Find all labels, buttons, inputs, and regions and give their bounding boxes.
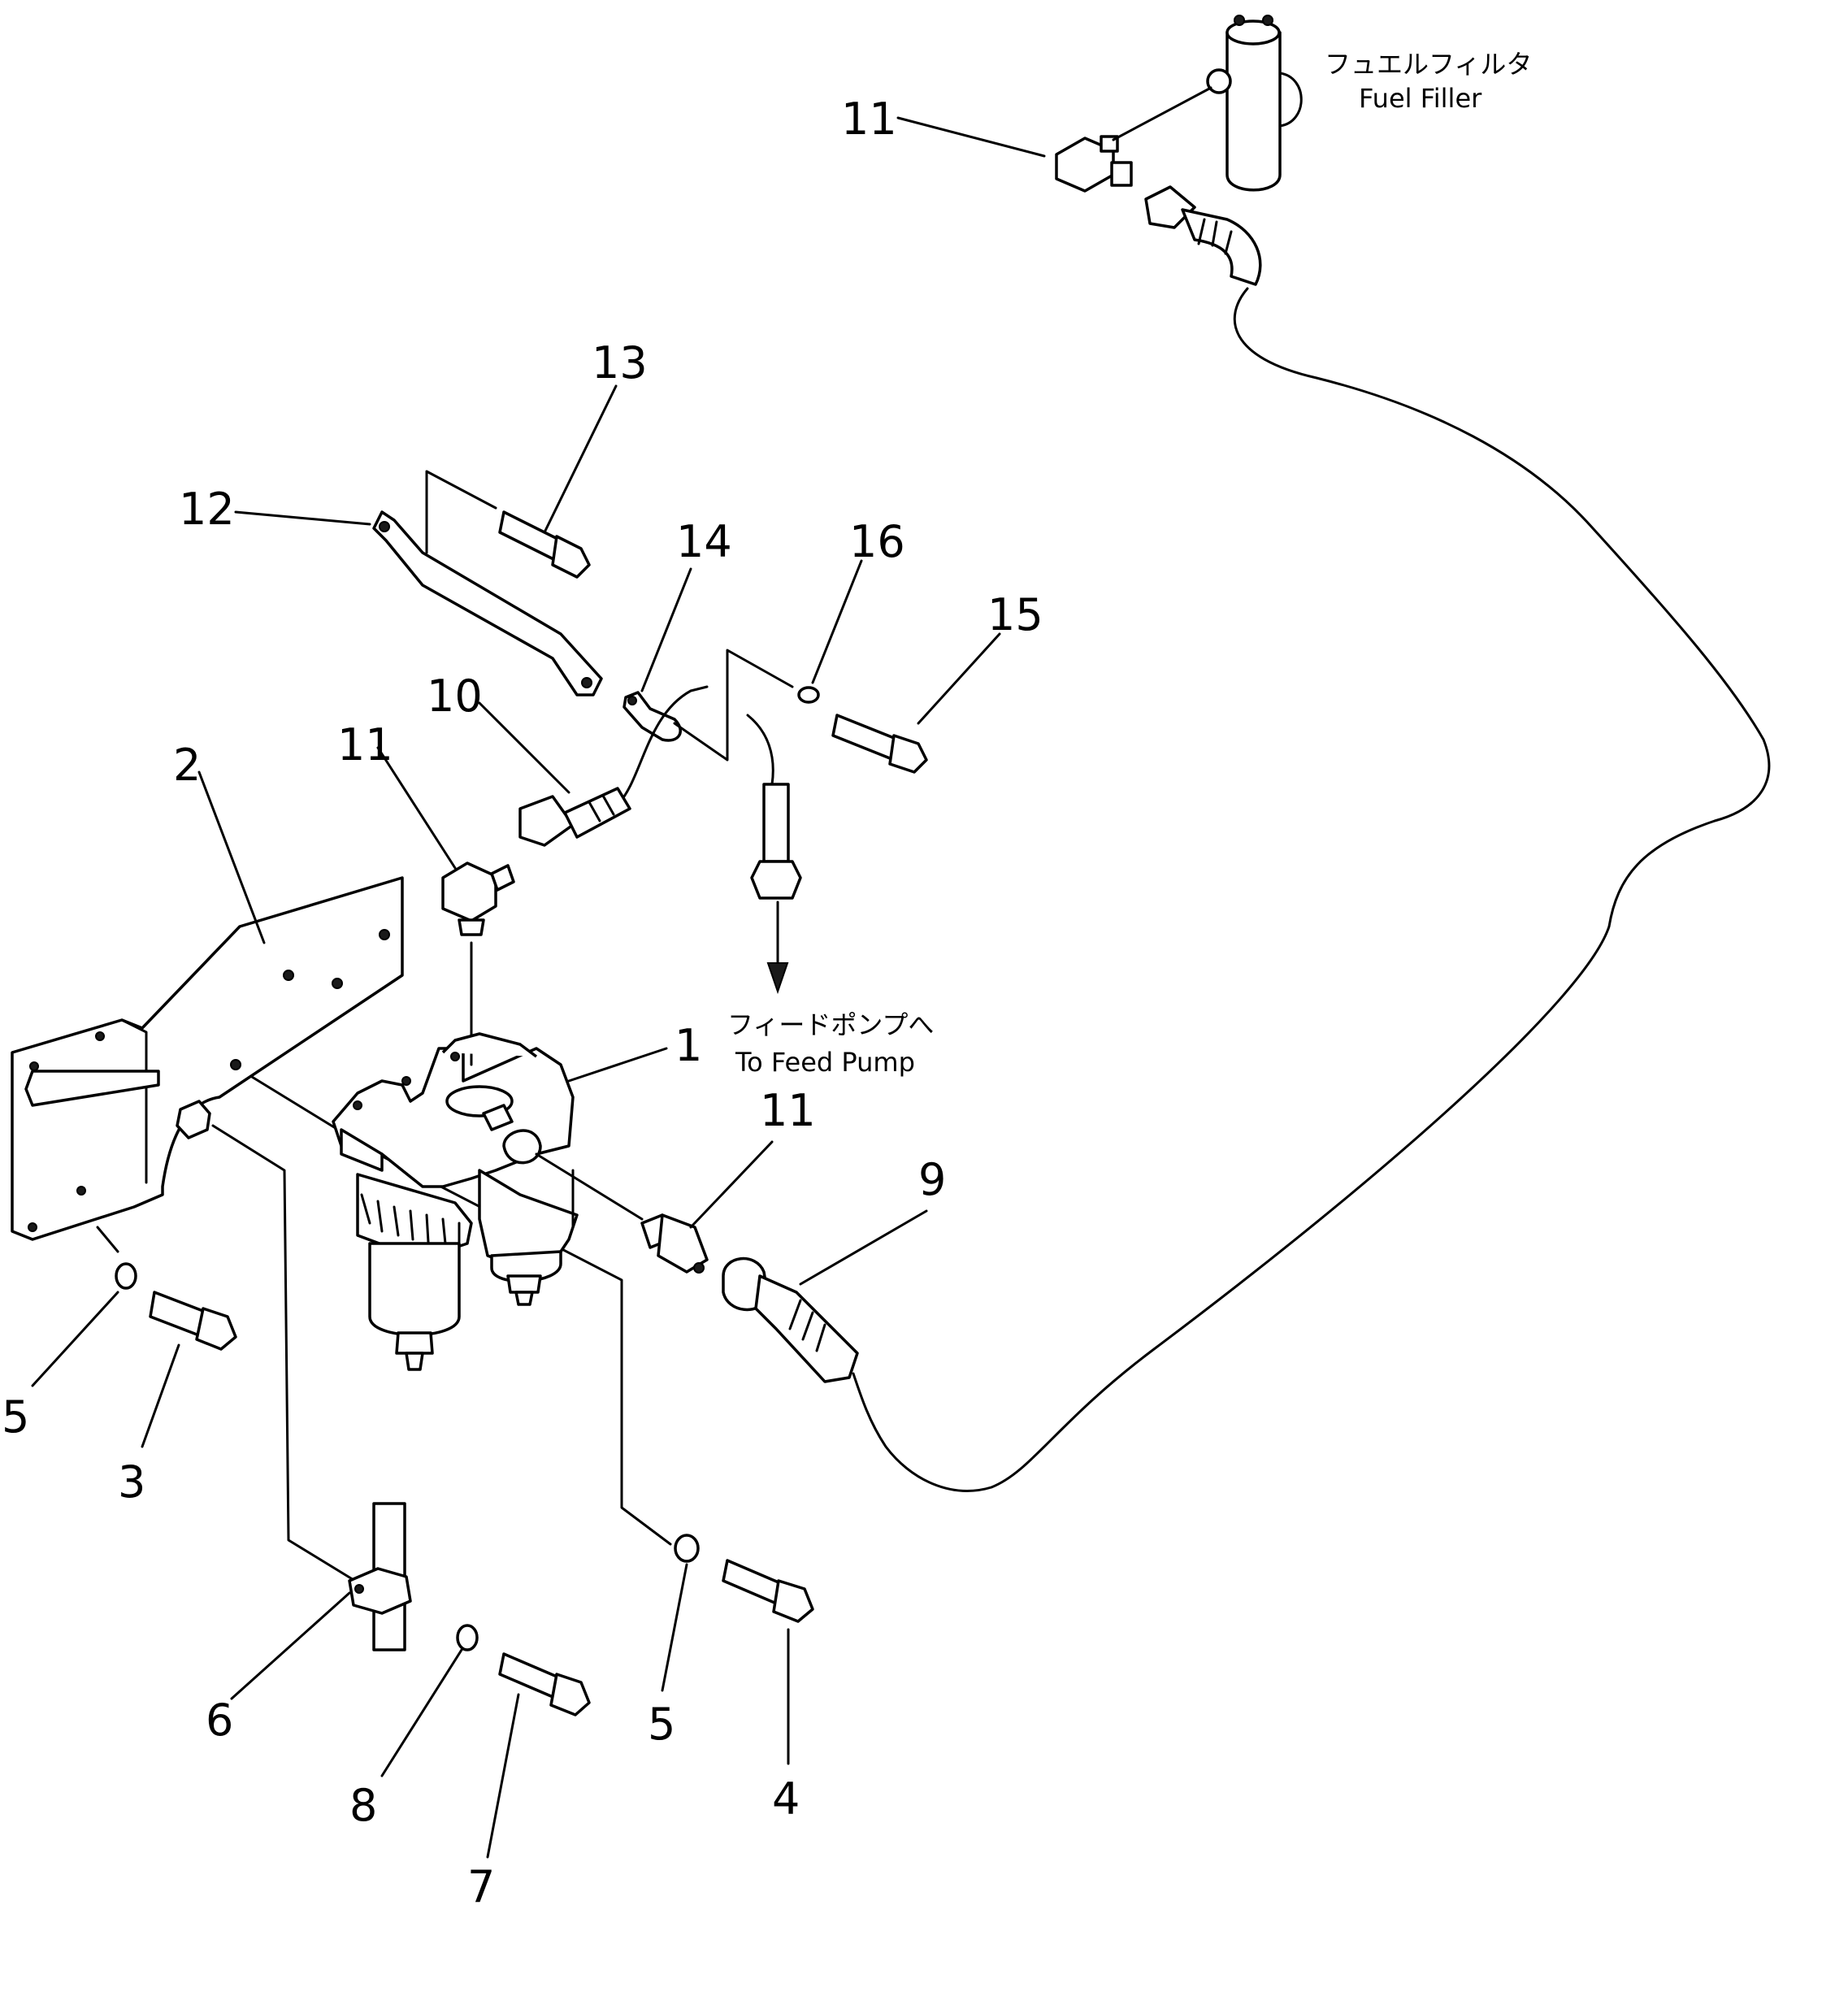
callout-4: 4: [772, 1773, 800, 1825]
callout-5-right: 5: [648, 1699, 675, 1750]
bolt-15: [831, 714, 928, 774]
callout-6: 6: [206, 1695, 233, 1746]
note-feed-pump-jp: フィードポンプへ: [727, 1009, 934, 1040]
clamp-6: [348, 1502, 412, 1651]
bolt-3: [149, 1291, 237, 1351]
callout-2: 2: [173, 740, 201, 791]
fuel-filter-1: [332, 1032, 579, 1371]
feed-pump-arrow-head: [766, 962, 789, 995]
bracket-12: [372, 510, 603, 697]
bolt-7: [498, 1652, 591, 1716]
callout-9: 9: [918, 1154, 946, 1205]
leader-lines: [31, 116, 1046, 1859]
washer-8: [456, 1624, 479, 1651]
note-feed-pump-en: To Feed Pump: [735, 1047, 915, 1078]
leader-bracket-bolt: [425, 470, 497, 554]
hose-10-line: [616, 685, 709, 806]
feed-pump-fitting: [750, 783, 802, 900]
bolt-4: [722, 1559, 814, 1623]
clamp-14: [623, 691, 682, 742]
callout-5-left: 5: [2, 1391, 29, 1443]
washer-16: [797, 686, 820, 704]
elbow-fitting-middle: [441, 861, 515, 936]
leader-clamp-bolt: [673, 649, 794, 762]
feed-pump-hose-line: [746, 714, 774, 786]
callout-1: 1: [675, 1020, 702, 1071]
straight-fitting-lower: [640, 1213, 709, 1274]
leader-filter-fitting: [535, 1152, 644, 1221]
callout-12: 12: [179, 484, 235, 535]
washer-5-left: [115, 1262, 137, 1290]
callout-14: 14: [676, 516, 732, 567]
callout-15: 15: [987, 589, 1043, 640]
elbow-fitting-top: [1055, 86, 1212, 193]
leader-plate-washer: [96, 1226, 119, 1253]
note-fuel-filter-en: Fuel Filler: [1359, 83, 1482, 114]
callout-13: 13: [592, 337, 648, 388]
hose-10: [518, 787, 631, 847]
hose-9: [722, 1257, 859, 1383]
mounting-plate-2: [11, 876, 404, 1241]
callout-7: 7: [467, 1861, 495, 1912]
bolt-13: [498, 510, 591, 579]
callout-11-top: 11: [841, 93, 897, 145]
washer-5-right: [674, 1534, 700, 1563]
fuel-hose-loop: [852, 287, 1771, 1492]
callout-11-middle: 11: [337, 719, 393, 770]
callout-3: 3: [118, 1456, 145, 1508]
hose-end-top: [1144, 185, 1262, 286]
leader-plate-clamp-6: [211, 1124, 363, 1586]
callout-16: 16: [849, 516, 905, 567]
mounting-nut: [176, 1100, 211, 1139]
callout-8: 8: [349, 1780, 377, 1831]
fuel-filler: [1206, 15, 1303, 192]
callout-11-lower: 11: [760, 1085, 816, 1136]
note-fuel-filter-jp: フュエルフィルタ: [1325, 49, 1532, 80]
callout-10: 10: [427, 671, 483, 722]
